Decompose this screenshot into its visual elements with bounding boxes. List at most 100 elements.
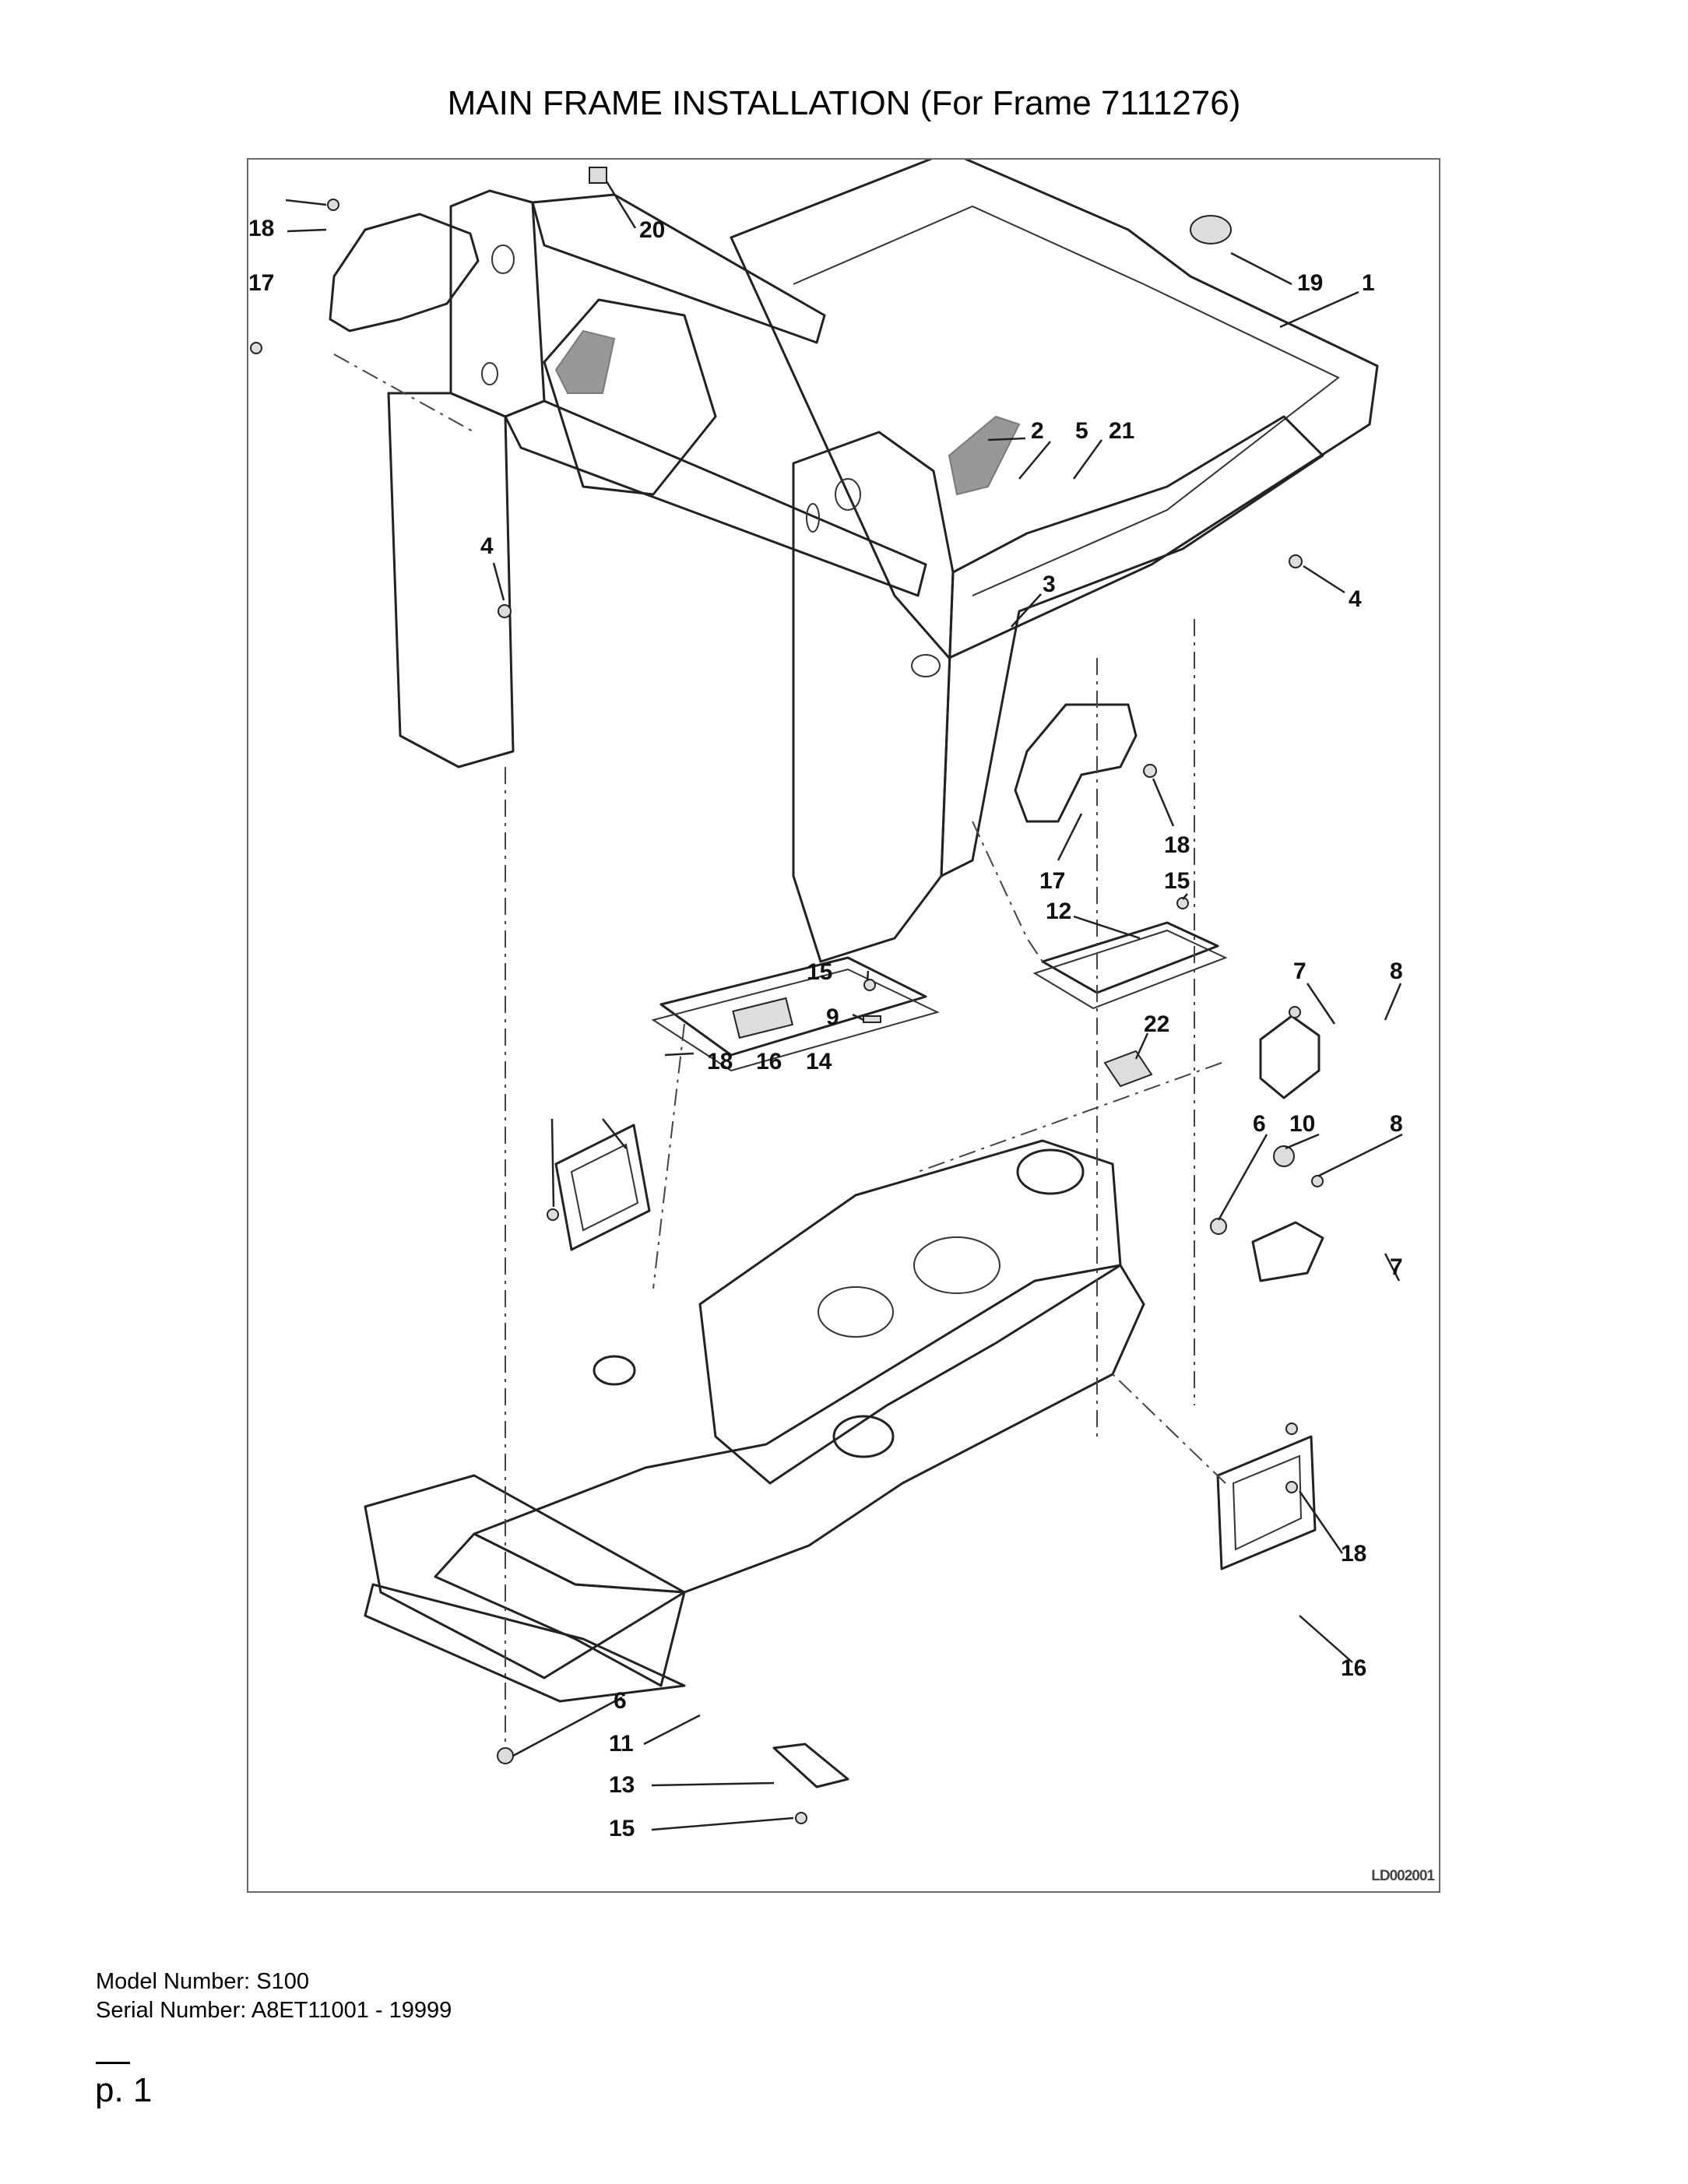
gasket-12 bbox=[1032, 929, 1228, 1010]
page-number: p. 1 bbox=[95, 2071, 153, 2109]
leader-16-a bbox=[602, 1118, 627, 1149]
sensor-22 bbox=[1103, 1050, 1153, 1088]
callout-9: 9 bbox=[826, 1004, 839, 1030]
bolt-18-right-lower-a bbox=[1285, 1423, 1298, 1435]
leader-16-b bbox=[1299, 1615, 1353, 1663]
leader-2 bbox=[987, 437, 1026, 441]
side-cover-7-upper bbox=[1259, 1015, 1321, 1099]
side-cover-17-upper bbox=[329, 213, 480, 332]
strap-13 bbox=[772, 1743, 849, 1788]
centerline-plate-14 bbox=[652, 1023, 685, 1289]
access-cover-16-right bbox=[1216, 1435, 1317, 1570]
leader-4-left bbox=[492, 562, 505, 601]
lower-chassis-front bbox=[434, 1532, 686, 1687]
leader-8-a bbox=[1384, 983, 1402, 1021]
callout-18: 18 bbox=[248, 216, 274, 241]
leader-19 bbox=[1230, 251, 1292, 286]
right-upright-boss bbox=[911, 654, 941, 677]
callout-17: 17 bbox=[248, 270, 274, 296]
callout-22: 22 bbox=[1144, 1011, 1169, 1037]
right-fender bbox=[940, 415, 1324, 877]
bracket-11 bbox=[364, 1583, 686, 1703]
side-cover-17-right bbox=[1014, 703, 1138, 823]
callout-19: 19 bbox=[1297, 270, 1323, 296]
callout-3: 3 bbox=[1043, 571, 1056, 597]
leader-14 bbox=[664, 1052, 695, 1057]
callout-15-b: 15 bbox=[807, 959, 832, 985]
leader-3 bbox=[1011, 593, 1042, 628]
cover-plate-12 bbox=[1041, 921, 1219, 994]
callout-8-b: 8 bbox=[1390, 1111, 1403, 1137]
callout-7-a: 7 bbox=[1293, 958, 1306, 984]
left-upright-slot bbox=[481, 362, 498, 385]
deck-inner-edge bbox=[793, 205, 1340, 596]
bolt-4-right bbox=[1289, 554, 1303, 568]
callout-6-b: 6 bbox=[614, 1688, 627, 1714]
axle-tube-left bbox=[593, 1355, 636, 1386]
exploded-parts-diagram: 18 17 20 19 1 2 5 21 4 3 4 18 17 15 12 7… bbox=[247, 158, 1440, 1893]
plug-10 bbox=[1273, 1145, 1295, 1167]
leader-7-a bbox=[1306, 983, 1336, 1025]
bolt-18-right bbox=[1143, 764, 1157, 778]
gasket-14 bbox=[651, 968, 940, 1072]
bolt-18-left bbox=[250, 342, 262, 354]
bolt-15-upper bbox=[1176, 897, 1189, 909]
cover-plate-14 bbox=[659, 956, 927, 1057]
access-cover-16-left-inner bbox=[570, 1143, 639, 1232]
lower-chassis-rail bbox=[364, 1474, 686, 1679]
bolt-18-upper bbox=[327, 199, 339, 211]
bolt-15-bottom bbox=[795, 1812, 807, 1824]
leader-9 bbox=[852, 1013, 864, 1022]
callout-10: 10 bbox=[1289, 1111, 1315, 1137]
leader-5 bbox=[1018, 441, 1051, 480]
rear-crossmember bbox=[504, 399, 927, 597]
leader-22 bbox=[1134, 1032, 1149, 1060]
access-cover-16-right-inner bbox=[1232, 1454, 1303, 1551]
instrument-block bbox=[732, 997, 794, 1039]
centerline-cover-7 bbox=[917, 1062, 1222, 1173]
callout-20: 20 bbox=[639, 217, 665, 243]
callout-4-right: 4 bbox=[1349, 586, 1362, 612]
callout-7-b: 7 bbox=[1390, 1254, 1403, 1280]
leader-18-b bbox=[1152, 778, 1175, 827]
leader-6-a bbox=[1217, 1134, 1268, 1221]
page-title: MAIN FRAME INSTALLATION (For Frame 71112… bbox=[447, 84, 1241, 122]
axle-boss bbox=[818, 1286, 894, 1338]
callout-8-a: 8 bbox=[1390, 958, 1403, 984]
callout-1: 1 bbox=[1362, 270, 1375, 296]
model-number: Model Number: S100 bbox=[96, 1969, 310, 1994]
left-grille bbox=[554, 329, 616, 394]
callout-2: 2 bbox=[1031, 418, 1044, 444]
leader-15-a bbox=[1182, 893, 1188, 900]
callout-5: 5 bbox=[1075, 418, 1088, 444]
right-upright-slot bbox=[806, 503, 820, 533]
right-upright bbox=[792, 431, 955, 963]
callout-21: 21 bbox=[1109, 418, 1134, 444]
leader-10 bbox=[1285, 1133, 1320, 1150]
callout-14: 14 bbox=[806, 1049, 832, 1074]
callout-15-c: 15 bbox=[609, 1816, 635, 1841]
leader-21 bbox=[1072, 439, 1103, 480]
axle-tube-front bbox=[832, 1415, 895, 1458]
leader-18-c bbox=[550, 1118, 555, 1208]
centerline-plate-12 bbox=[972, 821, 1043, 962]
access-cover-16-left bbox=[554, 1124, 651, 1251]
nut-6-right bbox=[1210, 1218, 1227, 1235]
figure-id: LD002001 bbox=[1371, 1868, 1435, 1884]
bolt-18-left-lower bbox=[547, 1208, 559, 1221]
bolt-4-left bbox=[498, 604, 512, 618]
right-grille bbox=[948, 415, 1021, 496]
callout-18-c: 18 bbox=[707, 1049, 733, 1074]
leader-6-b bbox=[512, 1696, 623, 1757]
bushing-20 bbox=[589, 167, 607, 184]
callout-6-a: 6 bbox=[1253, 1111, 1266, 1137]
left-upright bbox=[449, 189, 546, 418]
leader-13 bbox=[651, 1781, 775, 1787]
bolt-15-mid bbox=[863, 979, 876, 991]
center-housing bbox=[698, 1139, 1122, 1485]
callout-13: 13 bbox=[609, 1772, 635, 1798]
pin-9 bbox=[863, 1015, 881, 1023]
callout-4-left: 4 bbox=[480, 533, 494, 559]
main-frame-illustration: 18 17 20 19 1 2 5 21 4 3 4 18 17 15 12 7… bbox=[248, 160, 1403, 1841]
leader-17-b bbox=[1057, 813, 1083, 861]
